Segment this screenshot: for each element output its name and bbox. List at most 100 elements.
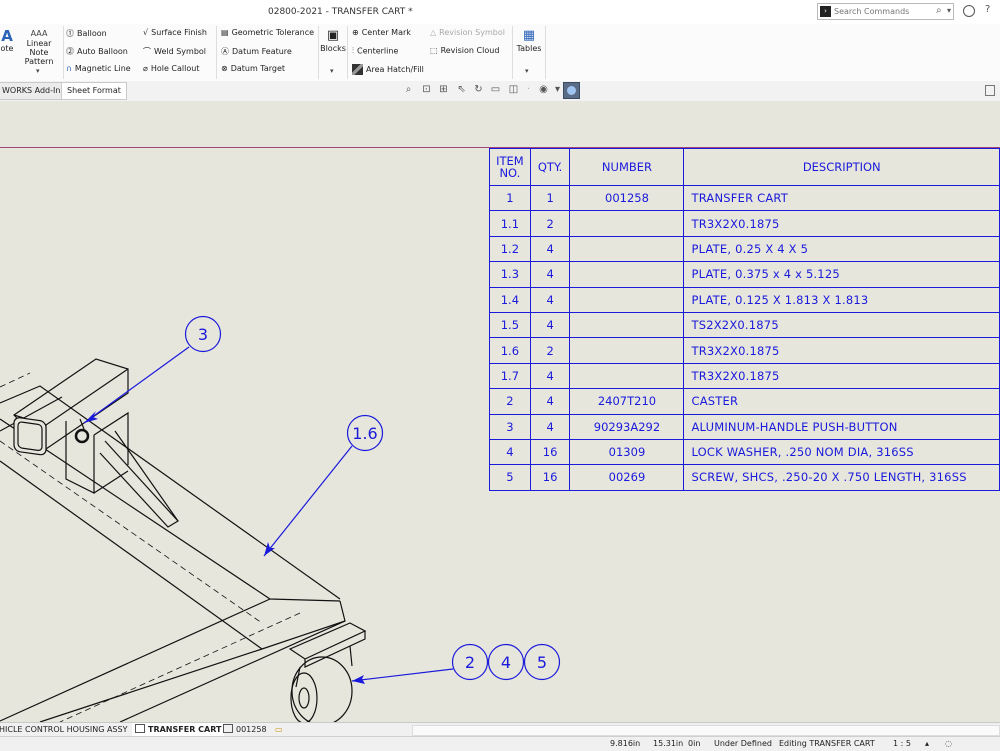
isometric-drawing-view[interactable]: 3 1.6 2 4 5 xyxy=(0,101,1000,722)
balloon-icon: ⓵ xyxy=(66,29,74,38)
rotate-view-icon[interactable]: ↻ xyxy=(474,84,483,95)
add-sheet-icon[interactable]: ▭ xyxy=(275,725,283,734)
qty-cell: 2 xyxy=(529,337,571,364)
help-icon[interactable]: ? xyxy=(985,4,991,15)
revision-cloud-button[interactable]: ⬚Revision Cloud xyxy=(430,46,499,55)
area-hatch-button[interactable]: Area Hatch/Fill xyxy=(352,64,424,75)
chevron-up-icon[interactable]: ▴ xyxy=(925,739,930,748)
revision-symbol-label: Revision Symbol xyxy=(439,28,505,37)
hole-callout-icon: ⌀ xyxy=(143,64,148,73)
datum-target-button[interactable]: ⊗Datum Target xyxy=(221,64,285,73)
linear-note-label: Linear Note xyxy=(26,39,52,57)
number-cell xyxy=(569,286,685,313)
zoom-in-out-icon[interactable]: ⊞ xyxy=(439,84,448,95)
hole-callout-button[interactable]: ⌀Hole Callout xyxy=(143,64,199,73)
revision-cloud-icon: ⬚ xyxy=(430,46,438,55)
weld-symbol-icon: ⌒ xyxy=(143,47,151,56)
number-cell xyxy=(569,362,685,390)
qty-cell: 2 xyxy=(529,210,571,237)
hide-show-items-icon[interactable]: ◉ xyxy=(539,84,548,95)
sheet-tab-001258[interactable]: 001258 xyxy=(220,723,270,736)
balloon-1-6[interactable] xyxy=(346,414,384,452)
magnet-icon: ∩ xyxy=(66,64,72,73)
balloon-3[interactable] xyxy=(184,315,222,353)
weld-symbol-button[interactable]: ⌒Weld Symbol xyxy=(143,46,206,57)
balloon-4[interactable] xyxy=(487,643,525,681)
command-prompt-icon: › xyxy=(820,6,831,17)
search-commands-box[interactable]: › ⌕ xyxy=(817,3,954,20)
search-input[interactable] xyxy=(834,5,934,18)
tab-sheet-format[interactable]: Sheet Format xyxy=(61,82,127,100)
chevron-down-icon[interactable]: ▾ xyxy=(36,67,40,75)
sheet-tab-bar: HICLE CONTROL HOUSING ASSY TRANSFER CART… xyxy=(0,722,1000,737)
chevron-down-icon[interactable]: ▾ xyxy=(330,67,334,75)
surface-finish-label: Surface Finish xyxy=(151,28,207,37)
select-icon[interactable]: ⇖ xyxy=(457,84,466,95)
item-cell: 1.1 xyxy=(489,210,531,237)
number-cell: 001258 xyxy=(569,184,685,212)
description-cell: PLATE, 0.125 X 1.813 X 1.813 xyxy=(683,286,1000,313)
chevron-down-icon[interactable]: ▾ xyxy=(554,84,561,95)
view-settings-icon[interactable]: ▭ xyxy=(490,84,501,95)
balloon-5[interactable] xyxy=(523,643,561,681)
sheet-tab-transfer-cart[interactable]: TRANSFER CART xyxy=(132,723,225,736)
status-y-coordinate: 15.31in xyxy=(653,739,684,748)
globe-icon xyxy=(567,86,576,95)
search-icon[interactable]: ⌕ xyxy=(936,5,942,16)
datum-target-label: Datum Target xyxy=(230,64,286,73)
display-style-icon[interactable]: ◫ xyxy=(508,84,519,95)
centerline-button[interactable]: ⫶Centerline xyxy=(352,46,398,56)
divider xyxy=(63,26,64,79)
horizontal-scrollbar[interactable] xyxy=(412,725,1000,736)
sheet-icon xyxy=(135,724,145,733)
divider xyxy=(318,26,319,79)
chevron-down-icon[interactable]: ▾ xyxy=(525,67,529,75)
appearance-icon[interactable] xyxy=(563,82,580,99)
zoom-to-fit-icon[interactable]: ⌕ xyxy=(405,84,412,95)
chevron-down-icon[interactable]: · xyxy=(526,84,531,95)
status-scale[interactable]: 1 : 5 xyxy=(893,739,911,748)
center-mark-button[interactable]: ⊕Center Mark xyxy=(352,28,411,37)
chevron-down-icon[interactable]: ▾ xyxy=(947,6,952,15)
sheet-tab-housing-assy[interactable]: HICLE CONTROL HOUSING ASSY xyxy=(0,725,128,734)
description-cell: LOCK WASHER, .250 NOM DIA, 316SS xyxy=(683,438,1000,466)
note-button[interactable]: A ote xyxy=(0,28,14,53)
number-cell xyxy=(569,337,685,364)
revision-symbol-button[interactable]: △Revision Symbol xyxy=(430,28,505,37)
item-cell: 1.2 xyxy=(489,235,531,263)
tables-button[interactable]: ▦ Tables xyxy=(514,28,544,53)
customize-status-icon[interactable]: ◌ xyxy=(945,739,952,748)
surface-finish-button[interactable]: √Surface Finish xyxy=(143,28,207,37)
geometric-tolerance-button[interactable]: ▤Geometric Tolerance xyxy=(221,28,314,37)
hatch-icon xyxy=(352,64,363,75)
zoom-to-area-icon[interactable]: ⊡ xyxy=(422,84,431,95)
status-editing: Editing TRANSFER CART xyxy=(779,739,875,748)
magnetic-line-button[interactable]: ∩Magnetic Line xyxy=(66,64,131,73)
blocks-button[interactable]: ▣ Blocks xyxy=(320,28,346,53)
panel-toggle-icon[interactable] xyxy=(985,85,995,96)
qty-cell: 4 xyxy=(529,311,571,339)
user-account-icon[interactable] xyxy=(963,5,975,17)
number-cell: 2407T210 xyxy=(569,388,685,415)
linear-note-pattern-button[interactable]: AAA Linear Note Pattern xyxy=(16,28,62,66)
balloon-2[interactable] xyxy=(451,643,489,681)
